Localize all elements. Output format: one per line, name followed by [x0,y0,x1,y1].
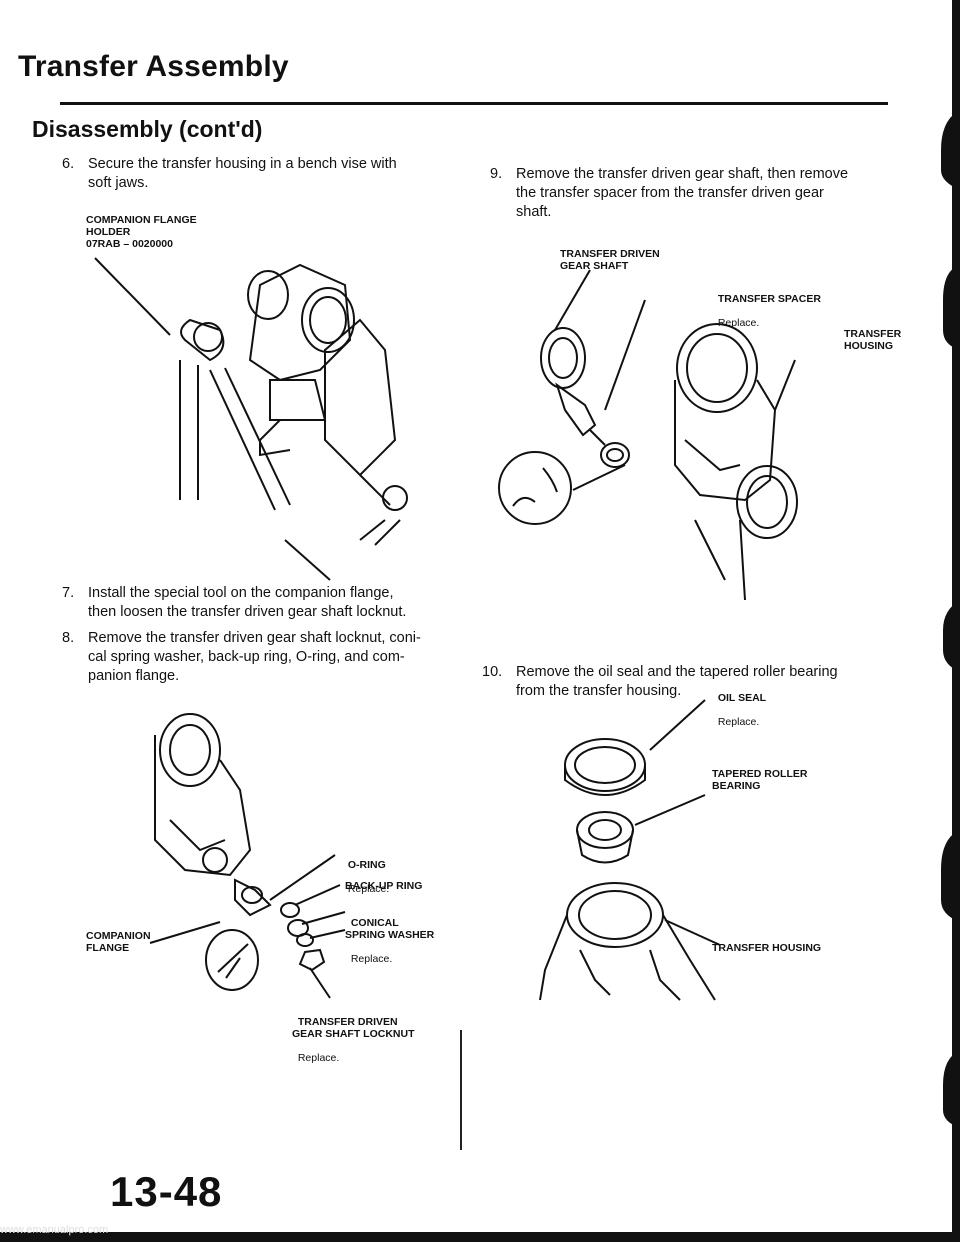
label-locknut: TRANSFER DRIVEN GEAR SHAFT LOCKNUT Repla… [292,1016,415,1064]
label-oil-seal: OIL SEAL Replace. [717,692,767,728]
page-number: 13-48 [110,1168,223,1215]
label-driven-gear-shaft: TRANSFER DRIVEN GEAR SHAFT [560,248,660,272]
step-9: 9. Remove the transfer driven gear shaft… [490,165,920,225]
figure-housing-in-vise [94,257,408,581]
step-number: 8. [62,630,75,646]
page-edge-marks [941,0,960,1242]
label-conical-spring-washer: CONICAL SPRING WASHER Replace. [345,917,435,965]
step-number: 7. [62,585,75,601]
step-number: 6. [62,156,75,172]
step-number: 10. [482,664,503,680]
column-divider [460,1030,462,1150]
label-tapered-roller-bearing: TAPERED ROLLER BEARING [712,768,808,792]
step-text: Remove the transfer driven gear shaft lo… [88,630,421,684]
bottom-bar [0,1232,960,1242]
step-8: 8. Remove the transfer driven gear shaft… [62,629,462,689]
label-o-ring: O-RING Replace. [347,859,390,895]
step-text: Remove the oil seal and the tapered roll… [516,664,838,699]
step-7: 7. Install the special tool on the compa… [62,584,462,624]
label-companion-flange-holder: COMPANION FLANGE HOLDER 07RAB – 0020000 [86,214,197,250]
step-text: Remove the transfer driven gear shaft, t… [516,166,849,220]
step-10: 10. Remove the oil seal and the tapered … [482,663,920,703]
figure-companion-flange-exploded [149,713,346,999]
label-back-up-ring: BACK-UP RING [345,880,423,892]
step-number: 9. [490,166,503,182]
figure-driven-gear-shaft [498,269,798,601]
step-text: Secure the transfer housing in a bench v… [88,156,397,191]
label-companion-flange: COMPANION FLANGE [86,930,151,954]
page-title: Transfer Assembly [18,50,289,83]
step-6: 6. Secure the transfer housing in a benc… [62,155,462,195]
label-transfer-housing-top: TRANSFER HOUSING [844,328,902,352]
step-text: Install the special tool on the companio… [88,585,407,620]
figure-oil-seal-bearing [539,699,721,1001]
label-transfer-housing-bottom: TRANSFER HOUSING [712,942,822,954]
title-rule [60,102,888,105]
section-subtitle: Disassembly (cont'd) [32,116,263,142]
source-url[interactable]: www.emanualpro.com [0,1224,109,1236]
